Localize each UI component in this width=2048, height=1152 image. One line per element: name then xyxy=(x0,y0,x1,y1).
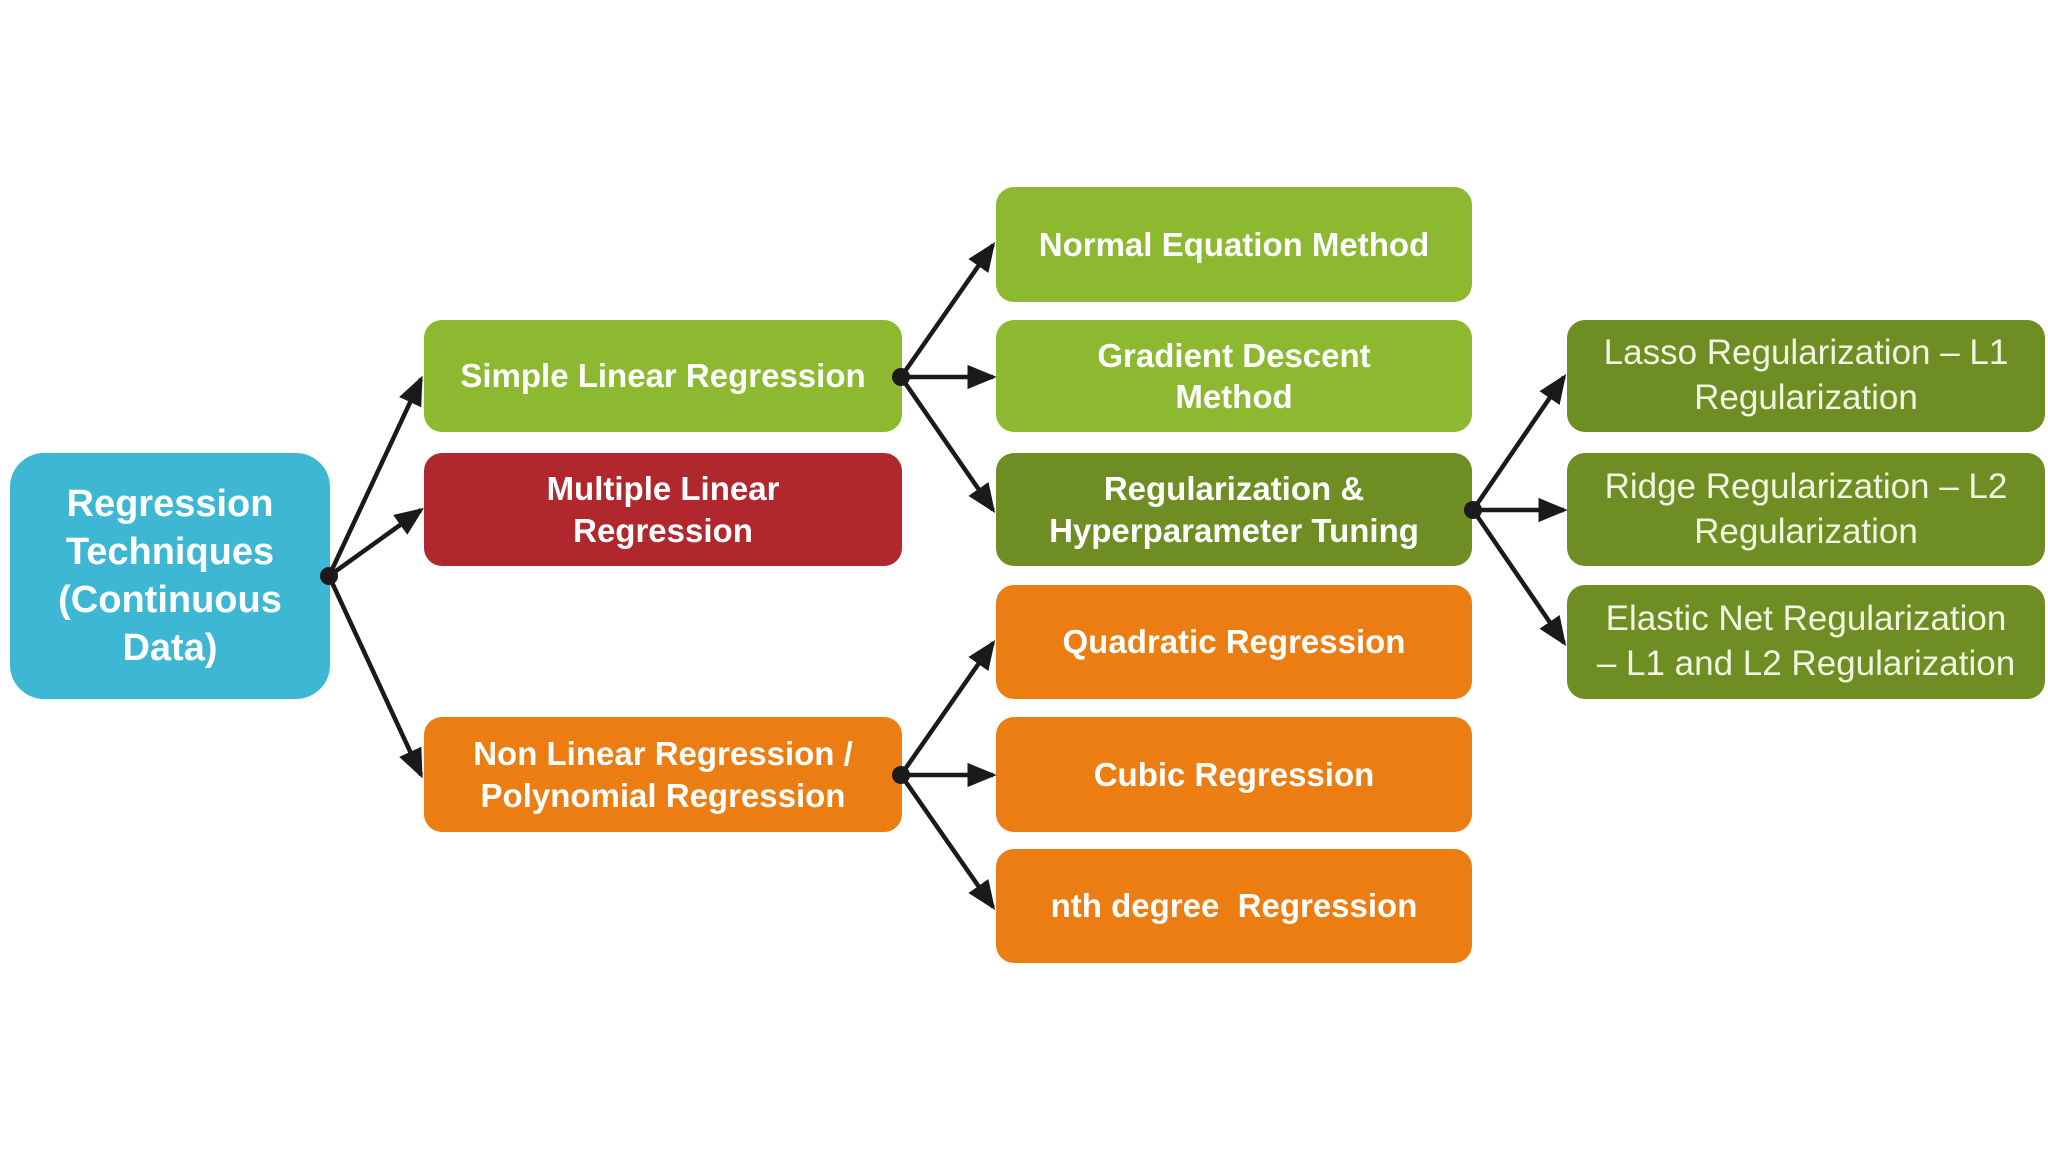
node-nth-degree-regression: nth degree Regression xyxy=(996,849,1472,963)
node-label: Simple Linear Regression xyxy=(460,357,866,395)
node-label: Cubic Regression xyxy=(1093,755,1375,793)
node-label: Elastic Net Regularization – L1 and L2 R… xyxy=(1596,599,2016,683)
node-gradient-descent-method: Gradient Descent Method xyxy=(996,320,1472,432)
node-regularization-hyperparameter-tuning: Regularization & Hyperparameter Tuning xyxy=(996,453,1472,566)
node-regression-techniques: Regression Techniques (Continuous Data) xyxy=(10,453,330,699)
node-label: Regression Techniques (Continuous Data) xyxy=(58,482,282,670)
node-multiple-linear-regression: Multiple Linear Regression xyxy=(424,453,902,566)
node-label: Non Linear Regression / Polynomial Regre… xyxy=(473,735,853,814)
node-label: Normal Equation Method xyxy=(1038,225,1430,263)
edge-nonlinear-to-quadratic xyxy=(899,640,996,777)
edge-regularization-to-lasso xyxy=(1471,373,1567,512)
node-label: Lasso Regularization – L1 Regularization xyxy=(1603,333,2009,417)
node-label: Quadratic Regression xyxy=(1062,623,1406,661)
node-label: Gradient Descent Method xyxy=(1097,336,1371,415)
node-non-linear-regression: Non Linear Regression / Polynomial Regre… xyxy=(424,717,902,832)
node-normal-equation-method: Normal Equation Method xyxy=(996,187,1472,302)
edge-root-to-non-linear xyxy=(326,575,424,779)
edge-regularization-to-elastic xyxy=(1471,508,1567,647)
node-label: Regularization & Hyperparameter Tuning xyxy=(1049,470,1419,549)
node-elastic-net-regularization: Elastic Net Regularization – L1 and L2 R… xyxy=(1567,585,2045,699)
edge-nonlinear-to-nth-degree xyxy=(899,773,996,910)
node-lasso-regularization: Lasso Regularization – L1 Regularization xyxy=(1567,320,2045,432)
node-label: Ridge Regularization – L2 Regularization xyxy=(1604,466,2008,551)
node-label: Multiple Linear Regression xyxy=(546,470,780,549)
node-simple-linear-regression: Simple Linear Regression xyxy=(424,320,902,432)
node-quadratic-regression: Quadratic Regression xyxy=(996,585,1472,699)
node-cubic-regression: Cubic Regression xyxy=(996,717,1472,832)
node-label: nth degree Regression xyxy=(1050,887,1418,925)
node-ridge-regularization: Ridge Regularization – L2 Regularization xyxy=(1567,453,2045,566)
edge-simple-to-normal-equation xyxy=(899,242,996,379)
edge-simple-to-regularization xyxy=(899,375,996,514)
edge-root-to-simple-linear xyxy=(326,375,424,577)
edge-root-to-multiple-linear xyxy=(327,507,424,578)
